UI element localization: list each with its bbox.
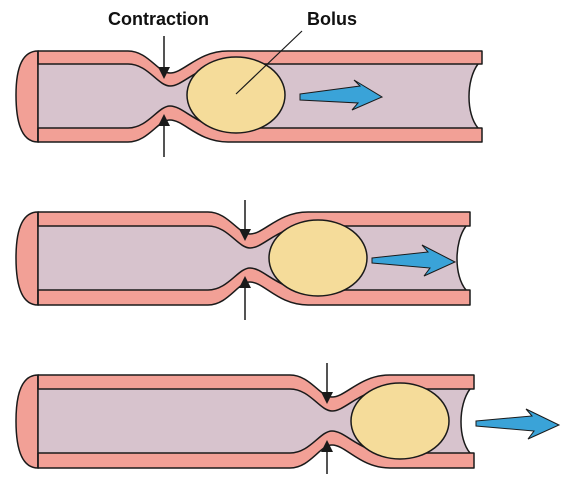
stage-3-end-cap [16, 375, 38, 468]
stage-3-bolus [351, 383, 449, 459]
stage-1-bolus [187, 57, 285, 133]
stage-2-end-cap [16, 212, 38, 305]
stage-3-direction-arrow [476, 409, 559, 439]
stage-1-end-cap [16, 51, 38, 142]
stage-2-bolus [269, 220, 367, 296]
